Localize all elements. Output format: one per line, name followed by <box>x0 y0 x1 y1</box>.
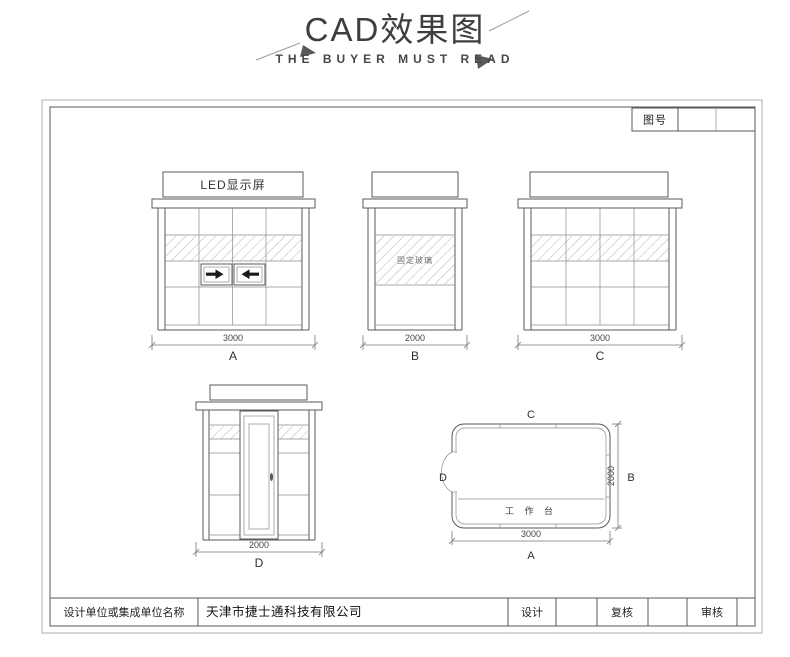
org-name-label: 设计单位或集成单位名称 <box>64 605 185 619</box>
drawing-no-label: 图号 <box>643 114 667 127</box>
elevation-b: 固定玻璃 2000 B <box>359 171 471 363</box>
page-title: CAD效果图 <box>304 11 486 48</box>
header-decoration <box>255 10 530 69</box>
led-sign-board <box>162 171 304 198</box>
sheet-border <box>41 99 763 634</box>
dimension-d: 2000 <box>192 540 326 557</box>
title-block: 设计单位或集成单位名称 天津市捷士通科技有限公司 设计 复核 审核 <box>50 597 755 626</box>
recheck-label: 复核 <box>611 605 633 619</box>
dimension-b: 2000 <box>359 333 471 350</box>
cad-sheet: 图号 LED显示屏 3000 A <box>41 99 763 634</box>
canopy-a <box>151 198 316 209</box>
deco-slash-left <box>255 42 301 61</box>
plan-label-c: C <box>527 409 535 421</box>
audit-label: 审核 <box>701 605 723 619</box>
sign-board-b <box>371 171 459 198</box>
plan-label-b: B <box>627 472 634 484</box>
view-label-b: B <box>411 349 419 363</box>
plan-depth-value: 2000 <box>606 466 616 486</box>
sign-board-d <box>209 384 308 401</box>
fixed-glass-label: 固定玻璃 <box>397 255 433 265</box>
slide-arrow-right-icon <box>206 269 224 279</box>
deco-slash-right <box>488 10 530 32</box>
dim-value-d: 2000 <box>249 540 269 550</box>
dim-value-a: 3000 <box>223 333 243 343</box>
plan-dimension-depth: 2000 <box>606 420 622 532</box>
view-label-a: A <box>229 349 237 363</box>
dim-value-b: 2000 <box>405 333 425 343</box>
elevation-d: 2000 D <box>192 384 326 570</box>
door-handle-icon <box>270 473 273 481</box>
org-name-value: 天津市捷士通科技有限公司 <box>206 604 362 619</box>
view-label-d: D <box>255 556 264 570</box>
deco-wedge-right <box>476 55 493 69</box>
plan-dimension-width: 3000 <box>448 529 614 545</box>
plan-label-d: D <box>439 472 447 484</box>
led-sign-label: LED显示屏 <box>200 178 265 192</box>
dimension-a: 3000 <box>148 333 319 350</box>
sign-board-c <box>529 171 669 198</box>
deco-wedge-left <box>300 45 316 57</box>
door-d <box>239 410 279 540</box>
slide-arrow-left-icon <box>241 269 259 279</box>
plan-view: 工 作 台 C D B 3000 A 2000 <box>439 409 635 562</box>
canopy-c <box>517 198 683 209</box>
view-label-c: C <box>596 349 605 363</box>
dim-value-c: 3000 <box>590 333 610 343</box>
dimension-c: 3000 <box>514 333 686 350</box>
design-label: 设计 <box>521 606 543 619</box>
plan-width-value: 3000 <box>521 529 541 539</box>
canopy-d <box>195 401 323 411</box>
plan-label-a: A <box>527 550 535 562</box>
page-subtitle: THE BUYER MUST READ <box>275 52 515 66</box>
fixed-glass-hatch <box>375 236 455 284</box>
door-swing-arc <box>441 451 453 493</box>
glass-hatch-a <box>165 236 302 261</box>
header: CAD效果图 THE BUYER MUST READ <box>0 0 790 95</box>
drawing-number-box: 图号 <box>631 107 756 132</box>
workbench-label: 工 作 台 <box>505 505 557 516</box>
elevation-a: LED显示屏 3000 A <box>148 171 319 363</box>
canopy-b <box>362 198 468 209</box>
elevation-c: 3000 C <box>514 171 686 363</box>
